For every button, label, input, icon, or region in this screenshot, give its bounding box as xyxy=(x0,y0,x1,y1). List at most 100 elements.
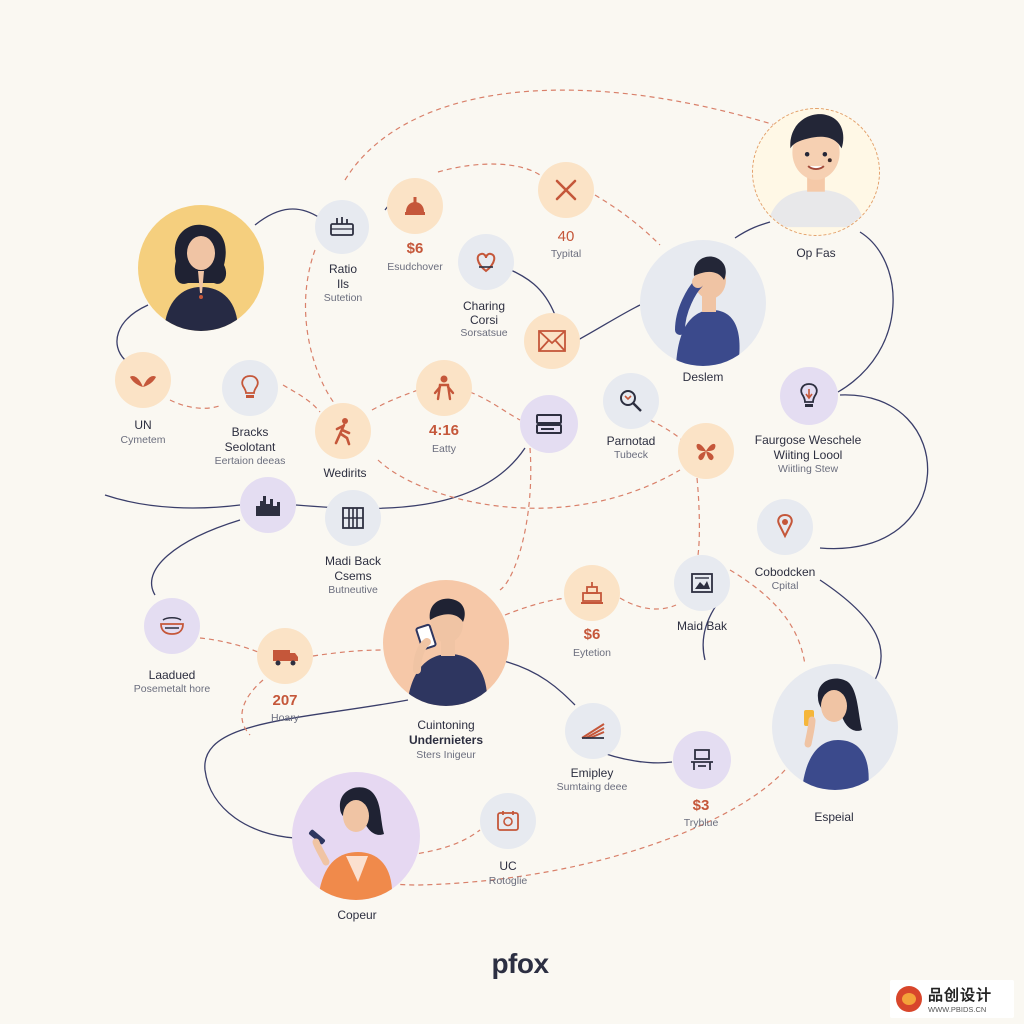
envelope-icon xyxy=(538,330,566,352)
person-typing-icon xyxy=(308,787,393,900)
node-ratio[interactable] xyxy=(315,200,369,254)
tryblue-value: $3 xyxy=(692,797,710,814)
heart-icon xyxy=(476,252,496,273)
node-eatty[interactable] xyxy=(416,360,472,416)
node-city[interactable] xyxy=(240,477,296,533)
lightbulb-icon xyxy=(241,375,259,398)
uc-subtitle: Rotoglie xyxy=(488,875,528,887)
madi-back-title-a: Madi Back xyxy=(324,554,382,568)
books-icon xyxy=(342,507,364,529)
avatar-deslem[interactable] xyxy=(640,240,766,366)
avatar-copeur[interactable] xyxy=(292,772,420,900)
node-maid-bak[interactable] xyxy=(674,555,730,611)
city-icon xyxy=(256,496,280,516)
toolbox-icon xyxy=(330,217,354,236)
uc-title: UC xyxy=(499,859,517,873)
laptop-icon xyxy=(536,414,562,434)
cuintoning-subtitle: Sters Inigeur xyxy=(416,749,476,761)
watermark-logo-icon xyxy=(896,986,922,1012)
avatar-espeial[interactable] xyxy=(772,664,898,790)
charing-title-b: Corsi xyxy=(469,313,499,327)
avatar-op-fas[interactable] xyxy=(752,108,880,236)
node-laadued[interactable] xyxy=(144,598,200,654)
node-bracks[interactable] xyxy=(222,360,278,416)
laadued-subtitle: Posemetalt hore xyxy=(133,683,211,695)
emipley-title: Emipley xyxy=(570,766,614,780)
deslem-label: Deslem xyxy=(682,370,724,384)
typital-value: 40 xyxy=(557,228,575,245)
node-butterfly[interactable] xyxy=(678,423,734,479)
node-eytelion[interactable] xyxy=(564,565,620,621)
un-subtitle: Cymetem xyxy=(120,434,166,446)
watermark-sub: WWW.PBIDS.CN xyxy=(928,1005,987,1014)
bracks-title-a: Bracks xyxy=(231,425,269,439)
faurgose-title-a: Faurgose Weschele xyxy=(754,433,862,447)
picture-icon xyxy=(691,573,713,593)
ratio-subtitle: Sutetion xyxy=(323,292,363,304)
desk-icon xyxy=(691,749,713,770)
esalhover-value: $6 xyxy=(406,240,424,257)
hoary-value: 207 xyxy=(272,692,298,709)
node-tryblue[interactable] xyxy=(673,731,731,789)
wings-icon xyxy=(130,376,156,387)
madi-back-title-b: Csems xyxy=(334,569,372,583)
faurgose-subtitle: Wiitling Stew xyxy=(777,463,839,475)
node-parnotad[interactable] xyxy=(603,373,659,429)
eatty-subtitle: Eatty xyxy=(432,443,456,455)
node-uc[interactable] xyxy=(480,793,536,849)
node-envelope[interactable] xyxy=(524,313,580,369)
brand-logo-text: pfox xyxy=(491,948,549,979)
bracks-title-b: Seolotant xyxy=(224,440,276,454)
eytelion-subtitle: Eytetion xyxy=(573,647,611,659)
node-cobodcken[interactable] xyxy=(757,499,813,555)
un-title: UN xyxy=(134,418,152,432)
avatar-woman-left[interactable] xyxy=(138,205,264,331)
person-phone-icon xyxy=(407,598,488,706)
person-praying-icon xyxy=(164,224,238,331)
copeur-label: Copeur xyxy=(337,908,377,922)
maid-bak-title: Maid Bak xyxy=(676,619,728,633)
bracks-subtitle: Eertaion deeas xyxy=(214,455,286,467)
cobodcken-subtitle: Cpital xyxy=(771,580,799,592)
node-charing[interactable] xyxy=(458,234,514,290)
node-wedirits[interactable] xyxy=(315,403,371,459)
laadued-title: Laadued xyxy=(148,668,196,682)
node-esalhover[interactable] xyxy=(387,178,443,234)
watermark-main: 品创设计 xyxy=(928,987,993,1004)
node-emipley[interactable] xyxy=(565,703,621,759)
ratio-line2: Ils xyxy=(337,277,349,291)
lamp-icon xyxy=(800,383,818,407)
charing-subtitle: Sorsatsue xyxy=(460,327,508,339)
pin-icon xyxy=(777,513,793,539)
eatty-value: 4:16 xyxy=(428,422,460,439)
node-faurgose[interactable] xyxy=(780,367,838,425)
node-hoary[interactable] xyxy=(257,628,313,684)
person-icon xyxy=(433,375,455,401)
person-thinking-icon xyxy=(675,256,740,366)
tryblue-subtitle: Tryblue xyxy=(683,817,719,829)
cuintoning-title-b: Undernieters xyxy=(408,733,484,747)
charing-title-a: Charing xyxy=(462,299,506,313)
node-un[interactable] xyxy=(115,352,171,408)
magnifier-icon xyxy=(620,390,642,412)
ratio-title: Ratio xyxy=(328,262,358,276)
person-reading-icon xyxy=(802,678,869,790)
typital-subtitle: Typital xyxy=(550,248,582,260)
eytelion-value: $6 xyxy=(583,626,601,643)
madi-back-subtitle: Butneutive xyxy=(328,584,378,596)
bowl-icon xyxy=(160,616,184,635)
cobodcken-title: Cobodcken xyxy=(754,565,816,579)
runner-icon xyxy=(334,418,351,446)
truck-icon xyxy=(273,650,298,666)
emipley-subtitle: Sumtaing deee xyxy=(556,781,628,793)
cake-tier-icon xyxy=(581,582,603,604)
node-madi-back[interactable] xyxy=(325,490,381,546)
node-laptop[interactable] xyxy=(520,395,578,453)
tools-icon xyxy=(581,723,605,739)
esalhover-subtitle: Esudchover xyxy=(387,261,443,273)
node-typital[interactable] xyxy=(538,162,594,218)
avatar-cuintoning[interactable] xyxy=(383,580,509,706)
hoary-subtitle: Hoary xyxy=(270,712,300,724)
wedirits-title: Wedirits xyxy=(323,466,367,480)
